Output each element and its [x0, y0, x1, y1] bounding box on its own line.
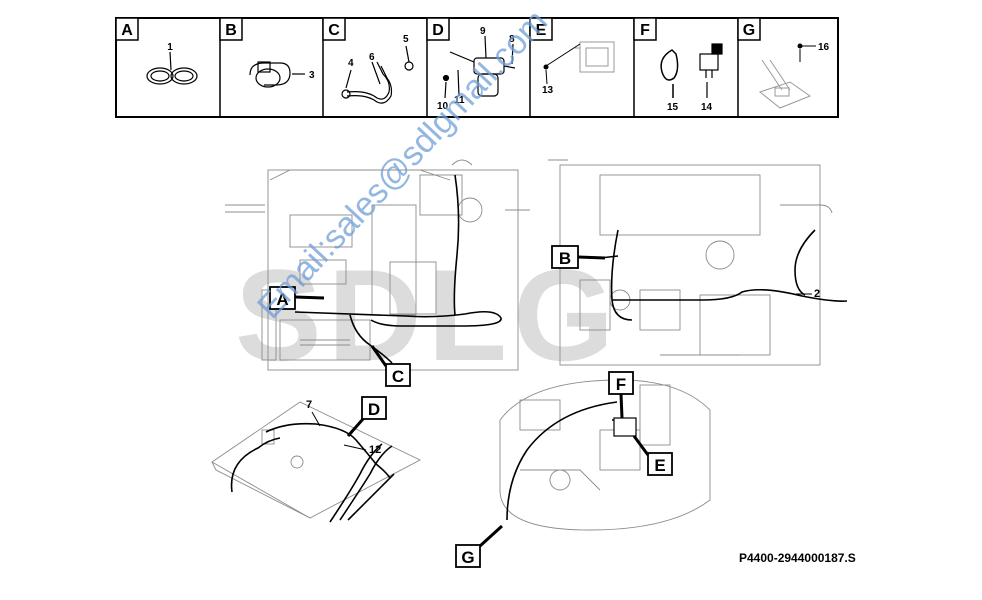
ref-8: 8	[509, 34, 515, 45]
callout-g: G	[455, 524, 504, 568]
part-clamp-icon	[249, 61, 305, 88]
callout-d: D	[346, 396, 387, 437]
ref-4: 4	[348, 58, 354, 69]
cab-floor-view	[499, 379, 711, 531]
svg-text:B: B	[559, 249, 571, 268]
svg-text:C: C	[392, 367, 404, 386]
harness-cab	[506, 401, 632, 521]
svg-text:B: B	[225, 22, 237, 39]
relay-box	[613, 417, 637, 437]
legend-tab-c: C	[322, 17, 346, 41]
ref-2: 2	[814, 288, 821, 300]
part-strap-icon	[660, 49, 679, 98]
ref-11: 11	[454, 95, 465, 106]
drawing-number: P4400-2944000187.S	[739, 551, 856, 565]
svg-text:E: E	[536, 22, 547, 39]
legend-tab-e: E	[529, 17, 553, 41]
svg-text:C: C	[328, 22, 340, 39]
svg-text:A: A	[276, 290, 288, 309]
part-mount-plate-icon	[758, 59, 812, 109]
legend-tab-g: G	[737, 17, 761, 41]
svg-text:D: D	[432, 22, 444, 39]
ref-6: 6	[369, 52, 375, 63]
callout-e: E	[632, 435, 673, 476]
legend-tab-d: D	[426, 17, 450, 41]
callout-b: B	[551, 245, 606, 269]
svg-text:G: G	[743, 22, 755, 39]
part-cable-terminal-icon	[341, 45, 414, 104]
svg-text:G: G	[461, 548, 474, 567]
svg-text:E: E	[654, 456, 665, 475]
brand-logo-watermark: SDLG	[235, 242, 621, 388]
svg-text:F: F	[640, 22, 650, 39]
legend-tab-a: A	[115, 17, 139, 41]
harness-left-engine	[294, 174, 502, 364]
svg-text:F: F	[616, 375, 626, 394]
ref-3: 3	[309, 70, 315, 81]
ref-15: 15	[667, 102, 679, 113]
floor-panel-view	[211, 401, 421, 519]
part-bracket-icon	[575, 41, 615, 73]
svg-text:D: D	[368, 400, 380, 419]
ref-14: 14	[701, 102, 713, 113]
legend-strip: A B C D E F G	[115, 17, 839, 118]
harness-floor	[230, 422, 395, 523]
legend-tab-b: B	[219, 17, 243, 41]
part-solenoid-icon	[442, 35, 516, 99]
ref-7: 7	[306, 399, 313, 411]
callout-f: F	[608, 371, 634, 419]
callout-c: C	[370, 345, 411, 387]
engine-left-view	[225, 159, 530, 371]
ref-1: 1	[167, 42, 173, 53]
legend-tab-f: F	[633, 17, 657, 41]
harness-right-engine	[599, 229, 848, 321]
part-cable-tie-icon	[146, 51, 198, 85]
ref-5: 5	[403, 34, 409, 45]
ref-16: 16	[818, 42, 830, 53]
callout-a: A	[269, 286, 325, 310]
ref-10: 10	[437, 101, 449, 112]
part-relay-icon	[699, 43, 723, 98]
ref-12: 12	[369, 444, 382, 456]
ref-13: 13	[542, 85, 554, 96]
ref-9: 9	[480, 26, 486, 37]
svg-text:A: A	[121, 22, 133, 39]
engine-right-view	[548, 159, 833, 366]
